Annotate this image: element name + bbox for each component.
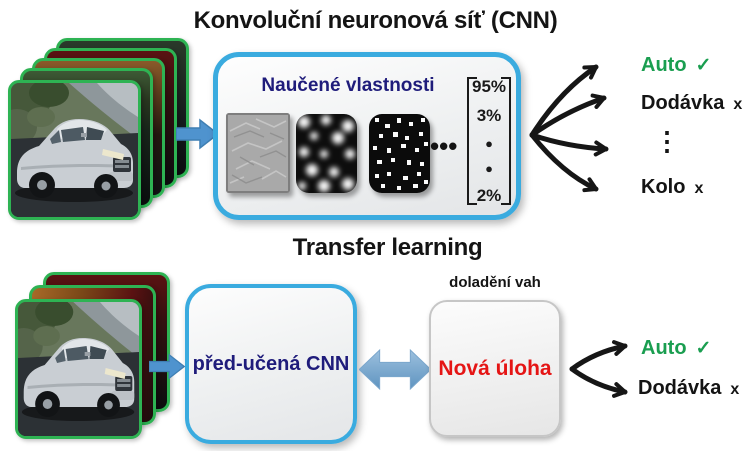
car-image-card [15, 299, 142, 439]
probability-dot: ● [485, 135, 493, 151]
feed-arrow-icon [176, 118, 220, 150]
probability-vector: 95% 3% ● ● 2% [465, 77, 513, 205]
output-class-auto: Auto ✓ [641, 54, 711, 77]
feature-patch-gray-texture [226, 113, 290, 193]
check-icon: ✓ [695, 55, 712, 76]
car-photo [18, 302, 139, 436]
class-label: Dodávka [641, 92, 725, 114]
class-label: Kolo [641, 176, 686, 198]
pretrained-cnn-label: před-učená CNN [192, 352, 350, 375]
probability-value: 3% [476, 106, 502, 126]
input-image-stack [8, 38, 190, 220]
cross-icon: x [730, 381, 740, 398]
feature-patch-binary [369, 114, 430, 193]
new-task-label: Nová úloha [438, 356, 552, 380]
output-class-dodavka: Dodávka x [641, 92, 742, 115]
car-image-card [8, 80, 141, 220]
feed-arrow-icon [149, 353, 186, 380]
input-image-stack-transfer [15, 272, 171, 440]
car-photo [11, 83, 138, 217]
finetune-label: doladění vah [449, 274, 541, 291]
ellipsis-dots: ••• [430, 131, 458, 161]
cross-icon: x [694, 180, 704, 197]
probability-value: 95% [471, 77, 507, 96]
output-class-kolo: Kolo x [641, 176, 703, 199]
feature-patch-blur [296, 114, 357, 193]
cross-icon: x [733, 96, 743, 113]
cnn-box: Naučené vlastnosti [213, 52, 521, 220]
output-class-dodavka: Dodávka x [638, 377, 739, 400]
class-label: Auto [641, 337, 687, 359]
double-arrow-icon [359, 348, 431, 391]
fanout-arrows-transfer [569, 340, 628, 398]
probability-value: 2% [476, 186, 502, 205]
class-label: Auto [641, 54, 687, 76]
features-label: Naučené vlastnosti [261, 75, 435, 96]
output-class-auto: Auto ✓ [641, 337, 711, 360]
cnn-section-title: Konvoluční neuronová síť (CNN) [193, 7, 558, 34]
new-task-box: Nová úloha [429, 300, 561, 437]
pretrained-cnn-box: před-učená CNN [185, 284, 357, 444]
class-label: Dodávka [638, 377, 722, 399]
fanout-arrows [529, 64, 609, 193]
transfer-section-title: Transfer learning [292, 234, 483, 261]
vertical-ellipsis: ⋮ [654, 126, 680, 156]
probability-dot: ● [485, 160, 493, 176]
check-icon: ✓ [695, 338, 712, 359]
